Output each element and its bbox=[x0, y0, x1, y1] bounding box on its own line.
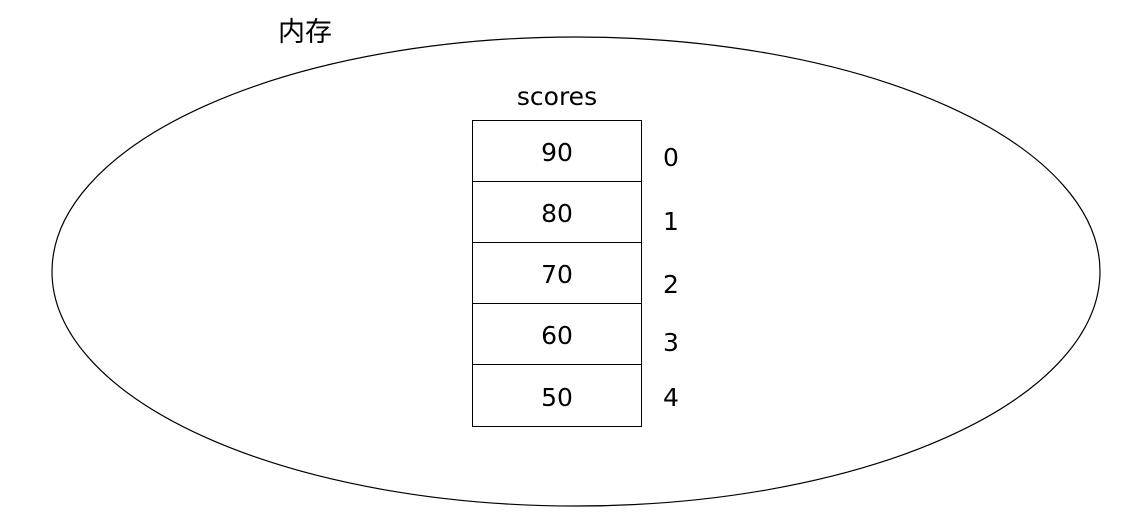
memory-label: 内存 bbox=[278, 17, 332, 48]
array-cell-2: 70 bbox=[473, 243, 641, 304]
array-cell-value: 80 bbox=[541, 199, 573, 228]
array-index-0: 0 bbox=[663, 143, 679, 172]
array-table: 90 80 70 60 50 bbox=[472, 120, 642, 427]
array-cell-value: 60 bbox=[541, 321, 573, 350]
array-name-label: scores bbox=[516, 82, 598, 111]
array-index-4: 4 bbox=[663, 383, 679, 412]
array-index-2: 2 bbox=[663, 270, 679, 299]
array-cell-3: 60 bbox=[473, 304, 641, 365]
array-cell-value: 90 bbox=[541, 138, 573, 167]
array-cell-0: 90 bbox=[473, 121, 641, 182]
array-index-3: 3 bbox=[663, 328, 679, 357]
array-cell-1: 80 bbox=[473, 182, 641, 243]
array-cell-4: 50 bbox=[473, 365, 641, 426]
array-index-1: 1 bbox=[663, 207, 679, 236]
array-cell-value: 70 bbox=[541, 260, 573, 289]
array-cell-value: 50 bbox=[541, 382, 573, 412]
